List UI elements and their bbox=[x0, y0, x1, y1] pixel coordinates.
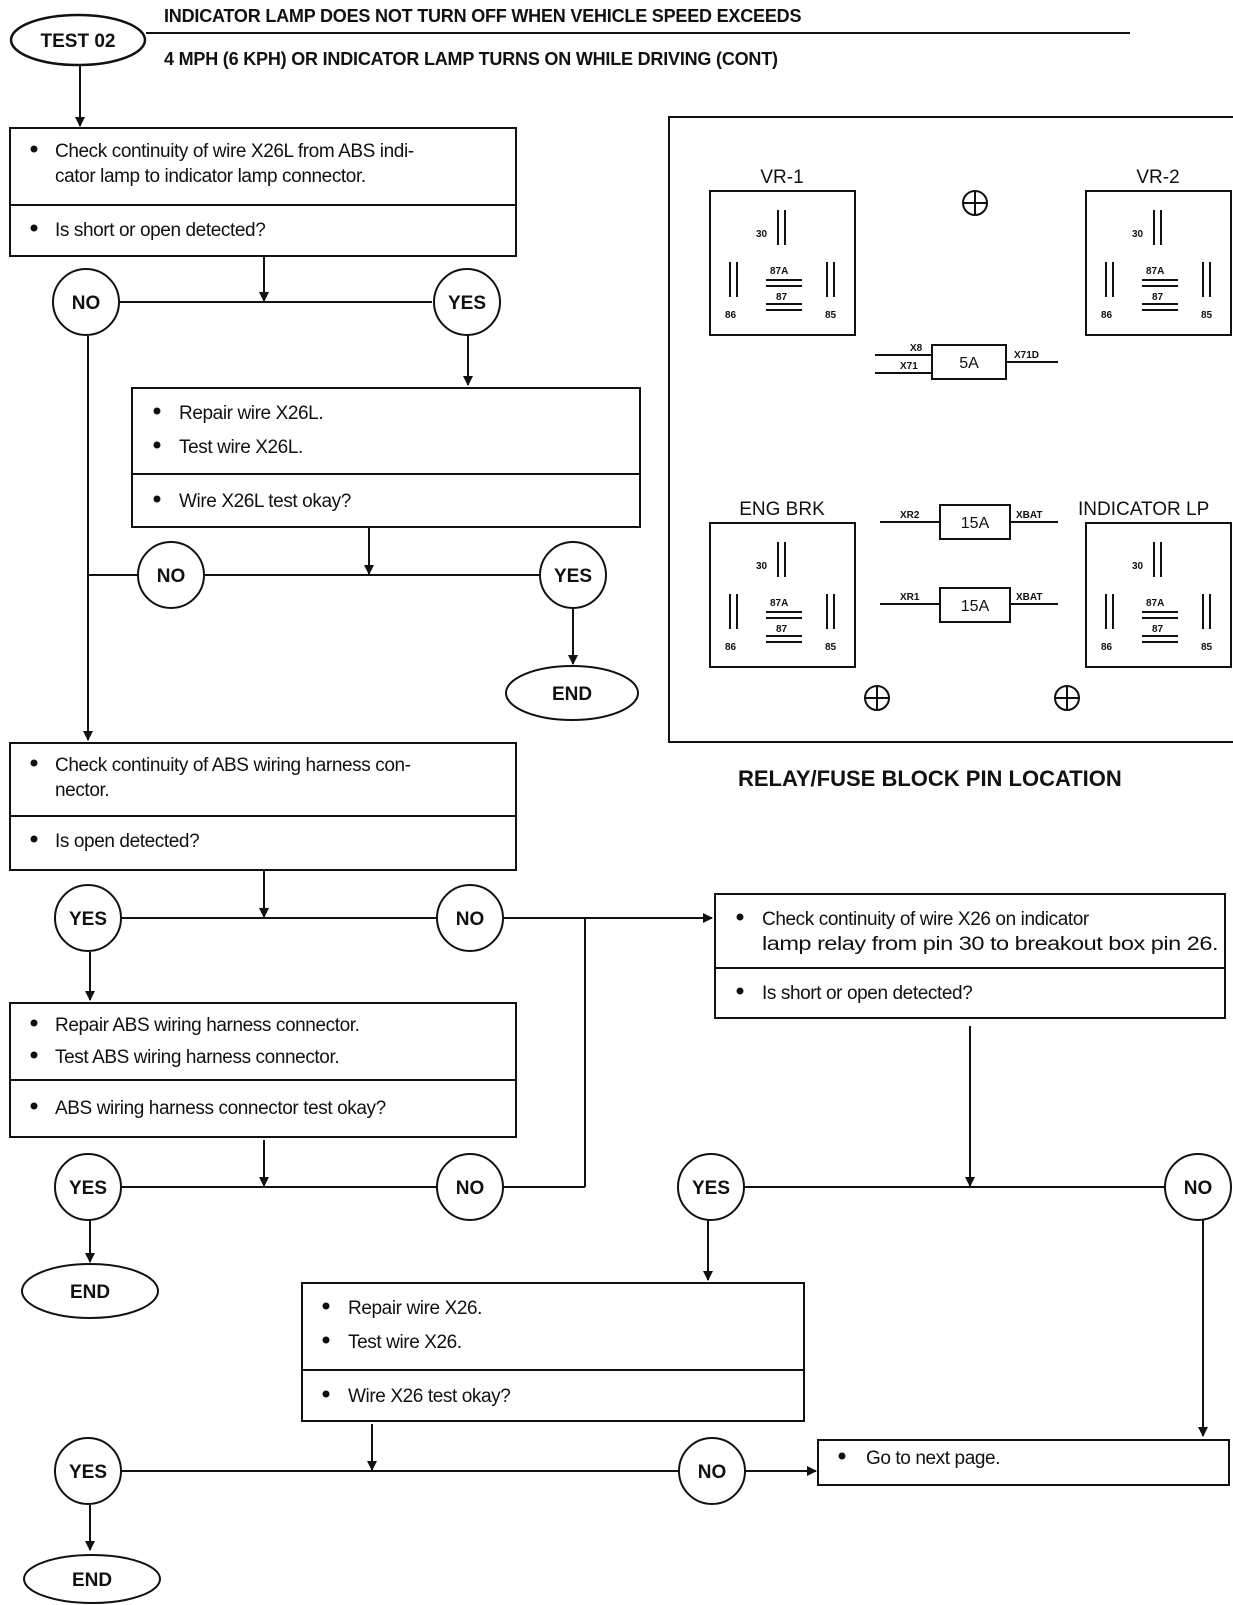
no-label: NO bbox=[157, 566, 186, 587]
pin-87: 87 bbox=[776, 624, 788, 635]
pin-87a: 87A bbox=[770, 598, 788, 609]
yes-label: YES bbox=[554, 566, 592, 587]
repair-x26-item1: Repair wire X26. bbox=[348, 1298, 482, 1319]
pin-86: 86 bbox=[1101, 310, 1113, 321]
relay-block-caption: RELAY/FUSE BLOCK PIN LOCATION bbox=[738, 766, 1122, 791]
yes-label: YES bbox=[69, 1462, 107, 1483]
pin-86: 86 bbox=[1101, 642, 1113, 653]
fuse-15a-xr2: 15A XR2 XBAT bbox=[880, 504, 1058, 540]
no-label: NO bbox=[698, 1462, 727, 1483]
pin-87: 87 bbox=[1152, 292, 1164, 303]
repair-harness-box: Repair ABS wiring harness connector. Tes… bbox=[9, 1002, 517, 1138]
pin-85: 85 bbox=[825, 310, 837, 321]
yes-label: YES bbox=[69, 1178, 107, 1199]
pin-87: 87 bbox=[776, 292, 788, 303]
wire-label: X71D bbox=[1014, 350, 1039, 361]
pin-30: 30 bbox=[756, 561, 768, 572]
repair-harness-item1: Repair ABS wiring harness connector. bbox=[55, 1015, 360, 1036]
mounting-hole-icon bbox=[962, 190, 988, 216]
check-harness-box: Check continuity of ABS wiring harness c… bbox=[9, 742, 517, 871]
yes-label: YES bbox=[448, 293, 486, 314]
test-label: TEST 02 bbox=[41, 31, 116, 52]
header: TEST 02 INDICATOR LAMP DOES NOT TURN OFF… bbox=[9, 6, 1130, 69]
end-terminals: END END END bbox=[21, 665, 639, 1604]
pin-87a: 87A bbox=[1146, 598, 1164, 609]
wire-label: XBAT bbox=[1016, 592, 1042, 603]
pin-85: 85 bbox=[825, 642, 837, 653]
check-harness-line1: Check continuity of ABS wiring harness c… bbox=[55, 755, 411, 776]
repair-x26l-question: Wire X26L test okay? bbox=[179, 491, 351, 512]
wire-label: X8 bbox=[910, 343, 923, 354]
wire-label: X71 bbox=[900, 361, 918, 372]
yes-label: YES bbox=[692, 1178, 730, 1199]
header-title-line2: 4 MPH (6 KPH) OR INDICATOR LAMP TURNS ON… bbox=[164, 49, 778, 69]
wire-label: XR2 bbox=[900, 510, 920, 521]
repair-x26l-box: Repair wire X26L. Test wire X26L. Wire X… bbox=[131, 387, 641, 528]
end-label: END bbox=[72, 1570, 112, 1591]
pin-87a: 87A bbox=[770, 266, 788, 277]
repair-x26-box: Repair wire X26. Test wire X26. Wire X26… bbox=[301, 1282, 805, 1422]
pin-85: 85 bbox=[1201, 642, 1213, 653]
no-label: NO bbox=[1184, 1178, 1213, 1199]
decision-nodes: NO YES NO YES YES NO YES NO YES NO YES N… bbox=[52, 268, 1232, 1505]
next-page-text: Go to next page. bbox=[866, 1448, 1000, 1469]
check-harness-question: Is open detected? bbox=[55, 831, 199, 852]
repair-x26-item2: Test wire X26. bbox=[348, 1332, 462, 1353]
end-label: END bbox=[552, 684, 592, 705]
relay-fuse-block: VR-1 30 87A 87 86 85 VR-2 30 bbox=[668, 116, 1233, 791]
flow-connectors bbox=[75, 66, 1208, 1551]
check-x26-line1: Check continuity of wire X26 on indicato… bbox=[762, 909, 1090, 930]
check-x26l-line2: cator lamp to indicator lamp connector. bbox=[55, 166, 366, 187]
repair-x26l-item2: Test wire X26L. bbox=[179, 437, 303, 458]
repair-x26-question: Wire X26 test okay? bbox=[348, 1386, 510, 1407]
check-x26l-line1: Check continuity of wire X26L from ABS i… bbox=[55, 141, 414, 162]
fuse-5a: 5A X8 X71 X71D bbox=[875, 343, 1058, 380]
pin-85: 85 bbox=[1201, 310, 1213, 321]
check-x26l-box: Check continuity of wire X26L from ABS i… bbox=[9, 127, 517, 257]
fuse-rating: 15A bbox=[961, 515, 990, 532]
wire-label: XR1 bbox=[900, 592, 920, 603]
relay-label: VR-1 bbox=[760, 167, 803, 188]
relay-label: VR-2 bbox=[1136, 167, 1179, 188]
mounting-hole-icon bbox=[864, 685, 890, 711]
relay-label: ENG BRK bbox=[739, 499, 825, 520]
pin-30: 30 bbox=[756, 229, 768, 240]
check-x26-box: Check continuity of wire X26 on indicato… bbox=[714, 893, 1226, 1019]
fuse-15a-xr1: 15A XR1 XBAT bbox=[880, 587, 1058, 623]
check-harness-line2: nector. bbox=[55, 780, 109, 801]
fuse-rating: 5A bbox=[959, 355, 979, 372]
pin-30: 30 bbox=[1132, 229, 1144, 240]
no-label: NO bbox=[72, 293, 101, 314]
relay-vr2: VR-2 30 87A 87 86 85 bbox=[1085, 167, 1232, 336]
check-x26-question: Is short or open detected? bbox=[762, 983, 972, 1004]
end-label: END bbox=[70, 1282, 110, 1303]
yes-label: YES bbox=[69, 909, 107, 930]
pin-86: 86 bbox=[725, 310, 737, 321]
no-label: NO bbox=[456, 1178, 485, 1199]
fuse-rating: 15A bbox=[961, 598, 990, 615]
next-page-box: Go to next page. bbox=[817, 1439, 1230, 1486]
no-label: NO bbox=[456, 909, 485, 930]
repair-x26l-item1: Repair wire X26L. bbox=[179, 403, 323, 424]
check-x26l-question: Is short or open detected? bbox=[55, 220, 265, 241]
pin-87a: 87A bbox=[1146, 266, 1164, 277]
mounting-hole-icon bbox=[1054, 685, 1080, 711]
repair-harness-question: ABS wiring harness connector test okay? bbox=[55, 1098, 386, 1119]
repair-harness-item2: Test ABS wiring harness connector. bbox=[55, 1047, 339, 1068]
wire-label: XBAT bbox=[1016, 510, 1042, 521]
pin-30: 30 bbox=[1132, 561, 1144, 572]
relay-label: INDICATOR LP bbox=[1078, 499, 1209, 520]
check-x26-line2: lamp relay from pin 30 to breakout box p… bbox=[762, 934, 1218, 955]
relay-eng-brk: ENG BRK 30 87A 87 86 85 bbox=[709, 499, 856, 668]
relay-indicator-lp: INDICATOR LP 30 87A 87 86 85 bbox=[1078, 499, 1232, 668]
pin-87: 87 bbox=[1152, 624, 1164, 635]
pin-86: 86 bbox=[725, 642, 737, 653]
test-label-oval bbox=[9, 13, 147, 67]
relay-vr1: VR-1 30 87A 87 86 85 bbox=[709, 167, 856, 336]
header-title-line1: INDICATOR LAMP DOES NOT TURN OFF WHEN VE… bbox=[164, 6, 801, 26]
